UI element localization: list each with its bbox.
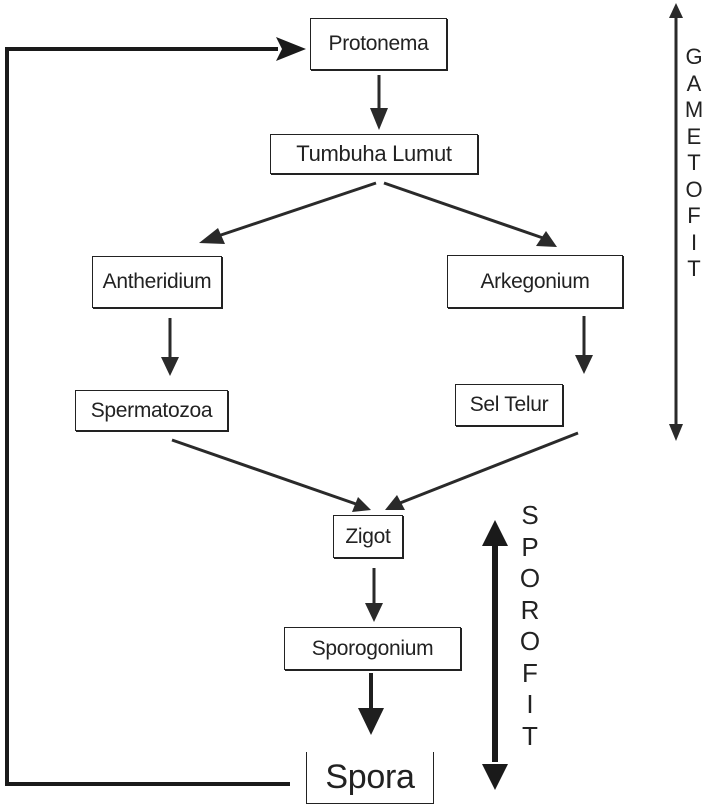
node-sel-telur: Sel Telur (455, 384, 563, 426)
phase-label-gametofit: G A M E T O F I T (681, 44, 707, 283)
sporofit-letter: P (521, 531, 539, 562)
node-antheridium: Antheridium (92, 256, 222, 308)
node-tumbuha-lumut: Tumbuha Lumut (270, 134, 478, 174)
sporofit-letter: O (519, 626, 541, 656)
node-spora: Spora (306, 752, 434, 804)
gametofit-letter: G (685, 44, 703, 69)
node-spermatozoa: Spermatozoa (75, 390, 228, 431)
sporofit-arrow-up-icon (482, 520, 508, 546)
arrowhead-into-sporogonium (365, 603, 383, 622)
node-zigot: Zigot (333, 515, 403, 558)
gametofit-letter: A (686, 70, 702, 96)
gametofit-letter: T (687, 256, 701, 281)
sporofit-letter: S (521, 500, 539, 530)
arrow-tumbuha-to-arkegonium (383, 181, 544, 240)
gametofit-letter: T (687, 150, 701, 175)
sporofit-letter: F (522, 657, 538, 688)
arrow-spermatozoa-to-zigot (171, 438, 357, 506)
arrowhead-into-arkegonium (536, 231, 557, 247)
arrowhead-into-seltelur (575, 355, 593, 374)
arrowhead-into-protonema (276, 37, 306, 61)
gametofit-arrow-down-icon (669, 424, 683, 441)
arrow-tumbuha-to-antheridium (214, 181, 377, 239)
sporofit-letter: T (522, 720, 538, 751)
gametofit-arrow-up-icon (669, 3, 683, 18)
gametofit-letter: E (686, 123, 702, 149)
arrowhead-into-antheridium (199, 228, 225, 244)
loop-line-spora-to-protonema (5, 47, 290, 786)
node-protonema: Protonema (310, 18, 447, 70)
phase-label-sporofit: S P O R O F I T (517, 500, 543, 752)
sporofit-letter: O (519, 563, 541, 593)
arrow-seltelur-to-zigot (399, 431, 579, 505)
gametofit-letter: F (687, 203, 701, 228)
arrowhead-into-spermatozoa (161, 357, 179, 376)
arrowhead-into-spora (358, 708, 384, 735)
gametofit-letter: O (685, 176, 703, 202)
arrowhead-into-tumbuha (370, 108, 388, 130)
gametofit-letter: I (690, 229, 698, 255)
sporofit-letter: R (520, 594, 540, 625)
arrowhead-into-zigot-right (385, 495, 405, 510)
arrowhead-into-zigot-left (352, 497, 371, 512)
sporofit-letter: I (526, 689, 534, 719)
node-arkegonium: Arkegonium (447, 255, 623, 308)
node-sporogonium: Sporogonium (284, 627, 461, 670)
sporofit-arrow-down-icon (482, 764, 508, 790)
gametofit-letter: M (684, 97, 704, 122)
